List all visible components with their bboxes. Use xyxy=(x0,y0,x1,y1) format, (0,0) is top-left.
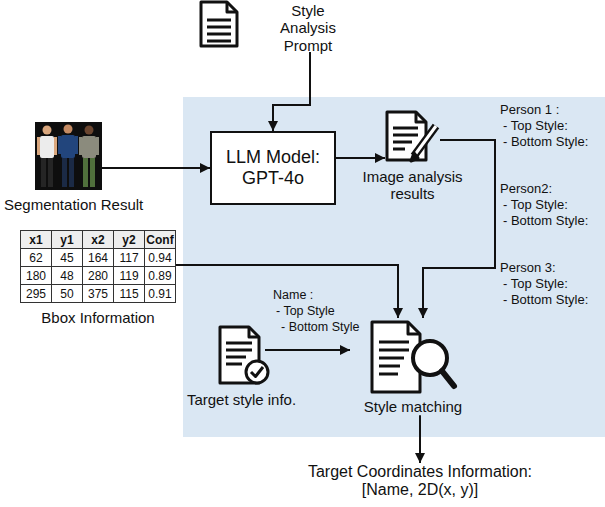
box-label: LLM Model: GPT-4o xyxy=(218,147,328,188)
table-cell: 295 xyxy=(21,285,52,303)
person-style-label: Person2: xyxy=(500,181,552,197)
person-style-label: Person 1 : xyxy=(500,102,559,118)
style-matching-icon xyxy=(372,322,454,392)
node-label: Style matching xyxy=(350,398,476,415)
analysis-results: Image analysis results xyxy=(385,110,440,162)
analysis-icon xyxy=(387,112,436,161)
table-cell: 180 xyxy=(21,267,52,285)
segmentation-image xyxy=(35,122,102,190)
table-cell: 119 xyxy=(114,267,145,285)
person-style-label: - Top Style: xyxy=(503,118,568,134)
flow-arrow xyxy=(336,157,385,159)
person-style-label: - Bottom Style: xyxy=(503,292,588,308)
node-label: Style Analysis Prompt xyxy=(270,0,346,54)
output-text: Target Coordinates Information: [Name, 2… xyxy=(295,463,545,500)
table-cell: 115 xyxy=(114,285,145,303)
flow-arrow xyxy=(102,167,210,169)
node-label: Target style info. xyxy=(187,391,296,408)
table-cell: y1 xyxy=(52,231,83,249)
person-style-label: - Top Style: xyxy=(503,276,568,292)
table-cell: 164 xyxy=(83,249,114,267)
target-style-label: - Bottom Style xyxy=(281,320,360,335)
table-cell: 48 xyxy=(52,267,83,285)
table-cell: 0.89 xyxy=(145,267,176,285)
table-cell: Conf xyxy=(145,231,176,249)
process-box: LLM Model: GPT-4o xyxy=(210,131,336,205)
person-style-label: - Bottom Style: xyxy=(503,213,588,229)
node-label: Bbox Information xyxy=(41,309,154,326)
table-cell: 45 xyxy=(52,249,83,267)
node-label: Segmentation Result xyxy=(4,196,143,213)
flow-arrow xyxy=(419,415,421,463)
table-cell: 117 xyxy=(114,249,145,267)
table-cell: y2 xyxy=(114,231,145,249)
node-label: Target Coordinates Information: [Name, 2… xyxy=(295,463,545,500)
style-matching: Style matching xyxy=(350,318,476,415)
table-cell: x1 xyxy=(21,231,52,249)
process-panel xyxy=(183,97,605,437)
person-style-label: - Bottom Style: xyxy=(503,134,588,150)
target-style-label: - Top Style xyxy=(276,304,335,319)
table-cell: 375 xyxy=(83,285,114,303)
table-cell: 0.91 xyxy=(145,285,176,303)
target-style-label: Name : xyxy=(273,288,313,303)
table-cell: 0.94 xyxy=(145,249,176,267)
table-cell: x2 xyxy=(83,231,114,249)
document-icon xyxy=(201,2,237,46)
table-cell: 280 xyxy=(83,267,114,285)
table-cell: 50 xyxy=(52,285,83,303)
flow-arrow xyxy=(273,52,310,131)
table-cell: 62 xyxy=(21,249,52,267)
target-style-icon xyxy=(220,327,268,383)
flow-arrow xyxy=(176,265,398,318)
bbox-table: x1y1x2y2Conf 62451641170.94 180482801190.8… xyxy=(20,230,176,303)
segmentation-result: Segmentation Result xyxy=(35,122,102,190)
person-style-label: - Top Style: xyxy=(503,197,568,213)
bbox-grid: x1y1x2y2Conf 62451641170.94 180482801190.8… xyxy=(20,230,176,303)
prompt-document: Style Analysis Prompt xyxy=(198,0,346,52)
person-style-label: Person 3: xyxy=(500,260,556,276)
flow-arrow xyxy=(265,349,350,351)
target-style-info: Target style info. xyxy=(218,325,265,385)
flow-arrow xyxy=(423,140,495,318)
node-label: Image analysis results xyxy=(353,168,473,203)
